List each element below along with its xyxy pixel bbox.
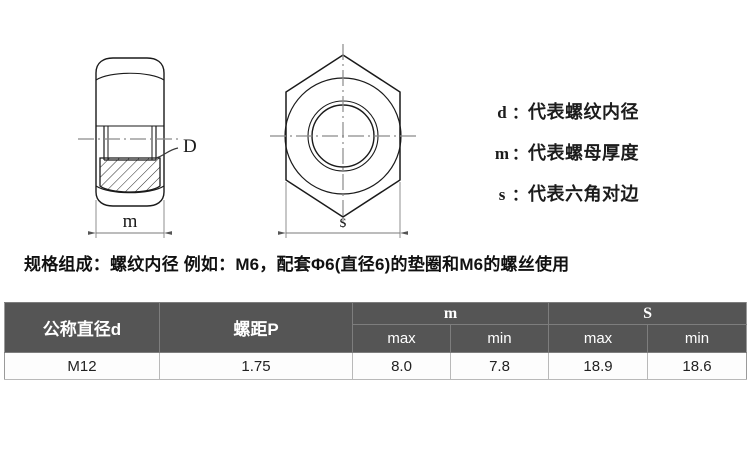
legend-symbol-m: m: [494, 144, 510, 163]
nut-spec-table: 公称直径d 螺距P m S max min max min M12 1.75 8…: [4, 302, 748, 380]
cell-pitch: 1.75: [159, 352, 353, 380]
header-s-max: max: [548, 324, 649, 353]
label-across-flats-s: s: [339, 211, 346, 231]
header-group-m: m: [351, 302, 550, 325]
cell-s-min: 18.6: [647, 352, 748, 380]
table-header: 公称直径d 螺距P m S max min max min: [4, 302, 748, 353]
d-leader-line: [155, 147, 179, 159]
nut-drawing-svg: D m s: [78, 44, 416, 238]
spec-composition-note: 规格组成：螺纹内径 例如：M6，配套Φ6(直径6)的垫圈和M6的螺丝使用: [24, 255, 570, 274]
symbol-legend: d ： 代表螺纹内径 m ： 代表螺母厚度 s ： 代表六角对边: [492, 98, 748, 221]
legend-item-m: m ： 代表螺母厚度: [492, 139, 748, 165]
spec-table-container: 公称直径d 螺距P m S max min max min M12 1.75 8…: [4, 302, 748, 380]
cell-s-max: 18.9: [548, 352, 649, 380]
label-inner-diameter-D: D: [183, 136, 197, 157]
chamfer-arc-top: [95, 72, 165, 81]
legend-symbol-d: d: [497, 103, 507, 122]
legend-item-s: s ： 代表六角对边: [492, 180, 748, 206]
header-m-max: max: [352, 324, 451, 353]
cell-m-min: 7.8: [449, 352, 550, 380]
table-row: M12 1.75 8.0 7.8 18.9 18.6: [4, 352, 748, 380]
side-view-group: D m: [78, 57, 197, 238]
legend-colon-d: ：: [512, 105, 529, 122]
header-m-min: min: [449, 324, 550, 353]
header-nominal-diameter: 公称直径d: [4, 302, 160, 353]
table-body: M12 1.75 8.0 7.8 18.9 18.6: [4, 352, 748, 380]
label-thickness-m: m: [123, 211, 138, 232]
technical-drawing-area: D m s: [78, 44, 416, 238]
section-hatching: [99, 157, 161, 193]
cell-nominal-diameter: M12: [4, 352, 160, 380]
legend-desc-m: 代表螺母厚度: [528, 143, 639, 163]
header-s-min: min: [647, 324, 748, 353]
header-pitch: 螺距P: [159, 302, 353, 353]
legend-symbol-s: s: [498, 185, 506, 204]
cell-m-max: 8.0: [352, 352, 451, 380]
legend-desc-d: 代表螺纹内径: [528, 102, 639, 122]
header-group-s: S: [548, 302, 748, 325]
table-header-row-1: 公称直径d 螺距P m S: [4, 302, 748, 353]
legend-item-d: d ： 代表螺纹内径: [492, 98, 748, 124]
top-view-group: s: [270, 44, 416, 238]
legend-colon-m: ：: [512, 146, 529, 163]
legend-colon-s: ：: [512, 187, 529, 204]
legend-desc-s: 代表六角对边: [528, 184, 639, 204]
chamfer-arc-bottom: [95, 185, 165, 194]
